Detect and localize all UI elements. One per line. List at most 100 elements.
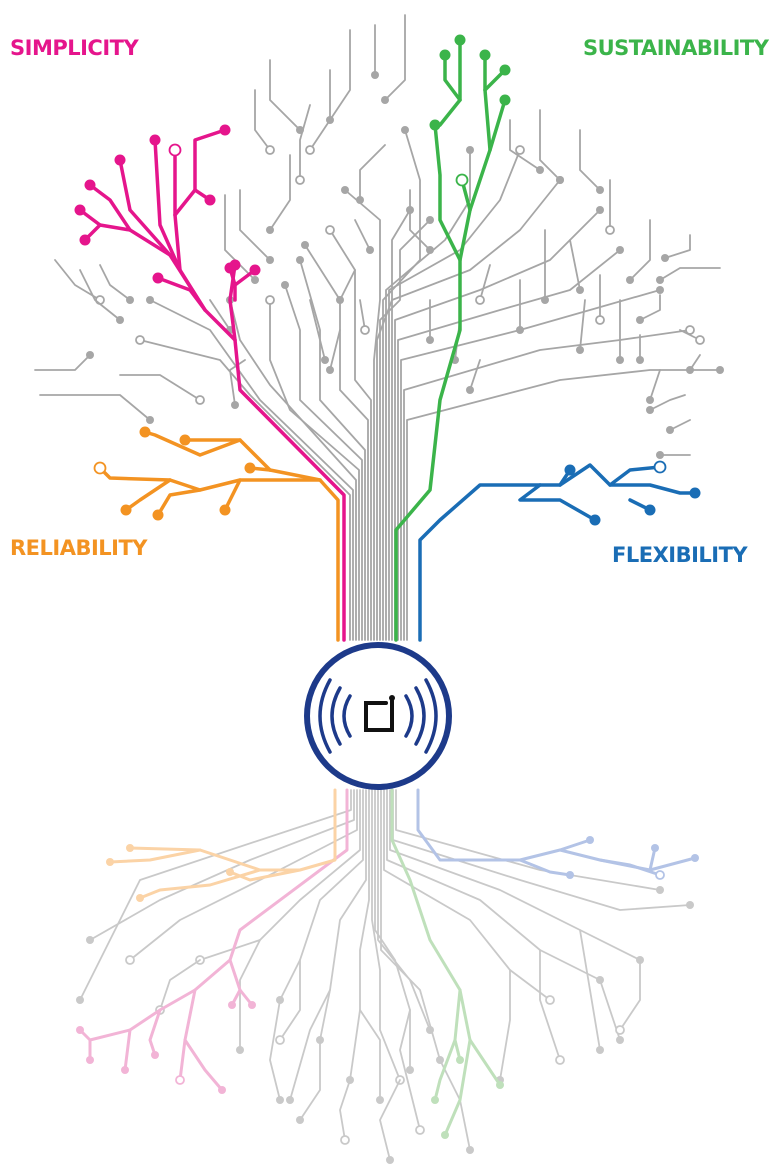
grey-rootlet-1-trace: [289, 989, 331, 1101]
grey-branch-40-trace: [359, 299, 366, 331]
grey-branch-6-node: [266, 256, 274, 264]
grey-canopy-14-trace: [391, 179, 561, 641]
grey-branch-20-node: [695, 335, 705, 345]
pink-c-node: [168, 143, 182, 157]
wireless-signal-bracket-icon: [318, 678, 438, 754]
grey-branch-29-node: [146, 416, 154, 424]
orange-f-trace: [124, 478, 172, 512]
orange-root-a-trace: [138, 868, 262, 900]
green-a-trace: [433, 123, 462, 262]
grey-branch-48-node: [636, 356, 644, 364]
pink-root-a-node: [248, 1001, 256, 1009]
grey-branch-22-node: [646, 406, 654, 414]
grey-root-11-node: [686, 901, 694, 909]
green-e-trace: [483, 53, 492, 152]
grey-branch-42-node: [336, 296, 344, 304]
grey-root-10-trace: [389, 789, 641, 961]
grey-branch-10-node: [295, 175, 305, 185]
grey-canopy-10-trace: [379, 219, 431, 641]
pink-k-trace: [156, 276, 207, 312]
grey-rootlet-10-node: [596, 1046, 604, 1054]
grey-rootlet-12-trace: [619, 959, 641, 1031]
blue-b-trace: [518, 483, 597, 522]
grey-root-12-trace: [129, 789, 358, 961]
grey-branch-11-trace: [269, 154, 291, 231]
grey-branch-45-node: [595, 315, 605, 325]
grey-branch-35-trace: [479, 264, 491, 301]
grey-branch-8-node: [426, 246, 434, 254]
blue-root-b-node: [655, 870, 665, 880]
grey-canopy-4-node: [281, 281, 289, 289]
grey-branch-28-trace: [34, 354, 91, 371]
grey-rootlet-9-node: [555, 1055, 565, 1065]
grey-rootlet-11-node: [616, 1036, 624, 1044]
grey-root-15-node: [76, 996, 84, 1004]
grey-root-3-trace: [349, 789, 370, 1081]
grey-branch-49-trace: [649, 369, 661, 401]
grey-branch-41-node: [366, 246, 374, 254]
grey-canopy-15-node: [596, 206, 604, 214]
grey-branch-49-node: [646, 396, 654, 404]
green-f-node: [499, 64, 511, 76]
grey-branch-17-node: [661, 254, 669, 262]
grey-rootlet-4-node: [466, 1146, 474, 1154]
green-root-b-node: [431, 1096, 439, 1104]
pink-root-c-trace: [123, 988, 197, 1072]
grey-branch-8-trace: [409, 189, 431, 251]
grey-branch-5-node: [265, 145, 275, 155]
green-root-a-node: [456, 1056, 464, 1064]
label-reliability: RELIABILITY: [10, 536, 148, 560]
pink-b-trace: [153, 138, 207, 312]
pink-h-node: [79, 234, 91, 246]
pink-root-g-trace: [183, 1038, 224, 1092]
grey-root-15-trace: [79, 789, 352, 1001]
grey-rootlet-13-node: [236, 1046, 244, 1054]
grey-canopy-19-trace: [406, 369, 721, 641]
orange-c-trace: [143, 430, 242, 457]
grey-canopy-6-node: [301, 241, 309, 249]
grey-canopy-0-trace: [139, 339, 351, 641]
grey-canopy-13-node: [515, 145, 525, 155]
pink-j-node: [224, 262, 236, 274]
grey-branch-34-node: [466, 386, 474, 394]
orange-root-c-node: [106, 858, 114, 866]
grey-canopy-12-node: [466, 146, 474, 154]
pink-root-g-node: [218, 1086, 226, 1094]
grey-branch-19-node: [636, 316, 644, 324]
grey-rootlet-0-node: [275, 1035, 285, 1045]
green-root-c-node: [441, 1131, 449, 1139]
pink-main-trace: [228, 263, 346, 642]
grey-branch-18-node: [656, 276, 664, 284]
grey-canopy-17-trace: [400, 289, 661, 641]
green-main-trace: [394, 98, 507, 642]
pink-root-b-node: [228, 1001, 236, 1009]
grey-rootlet-6-node: [340, 1135, 350, 1145]
reliability-branch-traces: [93, 426, 340, 642]
grey-canopy-19-node: [716, 366, 724, 374]
grey-branch-32-node: [231, 401, 239, 409]
grey-root-1-trace: [279, 789, 364, 1001]
green-main-node: [499, 94, 511, 106]
pink-a-node: [114, 154, 126, 166]
pink-root-c-node: [121, 1066, 129, 1074]
pink-i-node: [249, 264, 261, 276]
grey-branch-25-trace: [54, 259, 101, 301]
grey-branch-1-trace: [329, 29, 351, 121]
grey-branch-22-trace: [649, 394, 686, 411]
grey-rootlet-10-trace: [579, 929, 601, 1051]
grey-rootlet-7-trace: [379, 1079, 401, 1161]
grey-rootlet-3-trace: [399, 1009, 421, 1131]
green-d-node: [439, 49, 451, 61]
grey-branch-18-trace: [659, 267, 721, 281]
green-e-node: [479, 49, 491, 61]
grey-root-4-trace: [371, 789, 401, 1081]
pink-f-node: [84, 179, 96, 191]
green-root-traces: [390, 788, 504, 1139]
grey-root-2-trace: [319, 789, 367, 1041]
grey-branch-6-trace: [239, 189, 271, 261]
grey-branch-15-node: [605, 225, 615, 235]
grey-branch-7-trace: [224, 194, 256, 281]
grey-rootlet-7-node: [386, 1156, 394, 1164]
